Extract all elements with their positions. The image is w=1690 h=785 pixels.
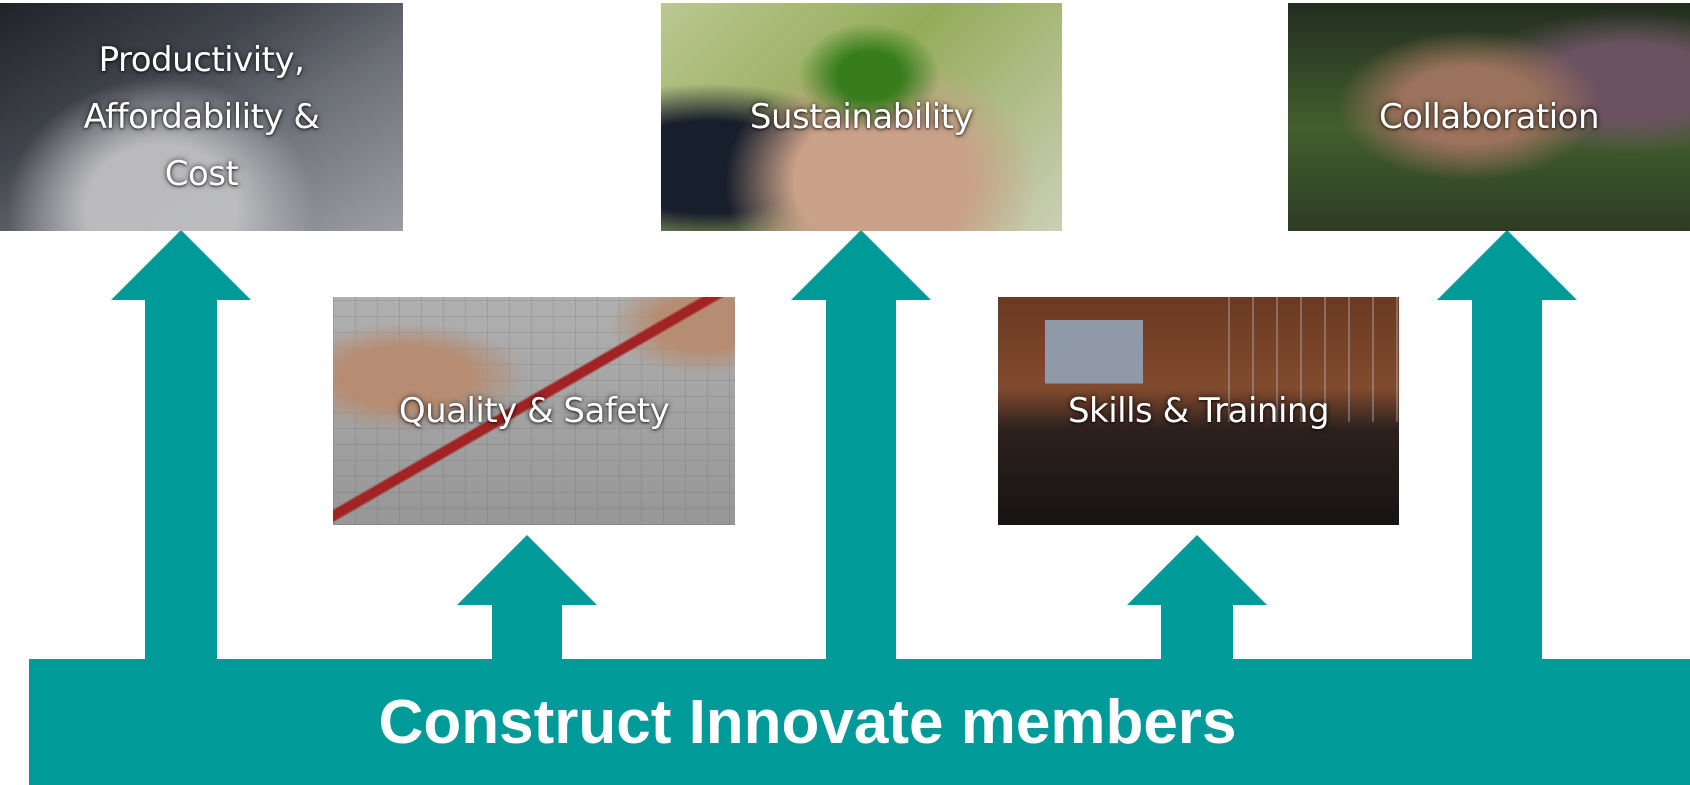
tile-label: Skills & Training: [1067, 390, 1330, 431]
tile-label: Quality & Safety: [398, 390, 670, 431]
tile-collaboration: Collaboration: [1288, 3, 1690, 231]
tile-label: Productivity, Affordability & Cost: [83, 39, 320, 194]
stacked-hands-teamwork-photo: [1288, 3, 1690, 231]
banner-title: Construct Innovate members: [378, 688, 1237, 757]
tile-quality-safety: Quality & Safety: [333, 297, 735, 525]
tile-label: Sustainability: [749, 96, 974, 137]
tile-productivity-affordability-cost: Productivity, Affordability & Cost: [0, 3, 403, 231]
up-arrow-skills-training: [1127, 535, 1267, 665]
hands-holding-seedling-photo: [661, 3, 1062, 231]
up-arrow-collaboration: [1437, 230, 1577, 665]
up-arrow-sustainability: [791, 230, 931, 665]
tile-skills-training: Skills & Training: [998, 297, 1399, 525]
members-banner: Construct Innovate members: [29, 659, 1690, 785]
tile-label: Collaboration: [1378, 96, 1600, 137]
up-arrow-productivity: [111, 230, 251, 665]
business-paperwork-photo: [0, 3, 403, 231]
up-arrow-quality-safety: [457, 535, 597, 665]
architectural-plan-ruler-photo: [333, 297, 735, 525]
conference-audience-photo: [998, 297, 1399, 525]
tile-sustainability: Sustainability: [661, 3, 1062, 231]
